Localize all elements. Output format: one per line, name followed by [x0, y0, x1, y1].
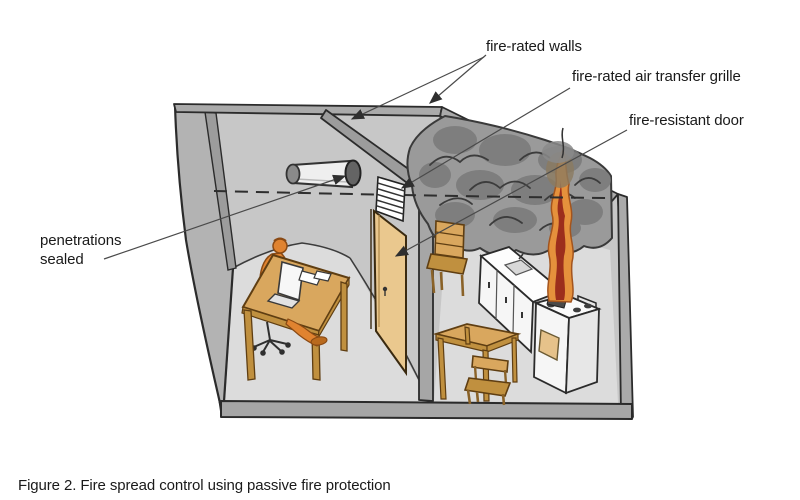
- kitchen-front-chair: [463, 355, 512, 406]
- leader-lines: [103, 54, 628, 260]
- pipe-body: [290, 159, 354, 189]
- pipe-end-cap: [285, 163, 301, 185]
- leader-penetration: [103, 174, 347, 260]
- flame-smoke-cap: [542, 141, 574, 163]
- office-chair: [251, 321, 291, 356]
- cabinet-handles: [488, 282, 523, 318]
- leader-grille: [400, 87, 571, 189]
- flame-core: [555, 180, 566, 300]
- person-leg: [285, 318, 328, 347]
- penetration-seal-collar: [344, 159, 362, 187]
- person-shoe: [310, 336, 328, 346]
- label-fire-rated-walls: fire-rated walls: [486, 38, 582, 55]
- papers: [298, 270, 332, 286]
- leader-walls-1: [350, 56, 485, 120]
- desk-legs: [243, 281, 348, 381]
- kitchen-table: [432, 323, 522, 402]
- label-penetrations-sealed: penetrations sealed: [40, 232, 122, 268]
- laptop: [266, 260, 304, 309]
- stove: [533, 294, 602, 395]
- figure-caption: Figure 2. Fire spread control using pass…: [18, 477, 391, 494]
- stove-side: [565, 307, 600, 395]
- label-air-transfer-grille: fire-rated air transfer grille: [572, 68, 741, 85]
- flame: [542, 127, 574, 303]
- leader-door: [394, 129, 628, 257]
- faucet: [518, 253, 524, 260]
- cabinet-front: [478, 254, 534, 355]
- cabinet-door-lines: [495, 269, 515, 336]
- person-hair: [273, 237, 287, 242]
- leader-walls-2: [428, 54, 487, 104]
- air-transfer-grille: [375, 175, 406, 223]
- oven-window: [538, 328, 560, 362]
- bottom-slab-band: [220, 400, 633, 420]
- sink-basin: [503, 259, 534, 276]
- ceiling-dashed-line: [213, 190, 613, 199]
- label-fire-resistant-door: fire-resistant door: [629, 112, 744, 129]
- laptop-screen: [277, 260, 304, 302]
- laptop-base: [266, 293, 301, 309]
- door-knob: [382, 286, 388, 292]
- right-wall-band: [617, 193, 634, 418]
- smoke-wisp-line: [561, 127, 565, 159]
